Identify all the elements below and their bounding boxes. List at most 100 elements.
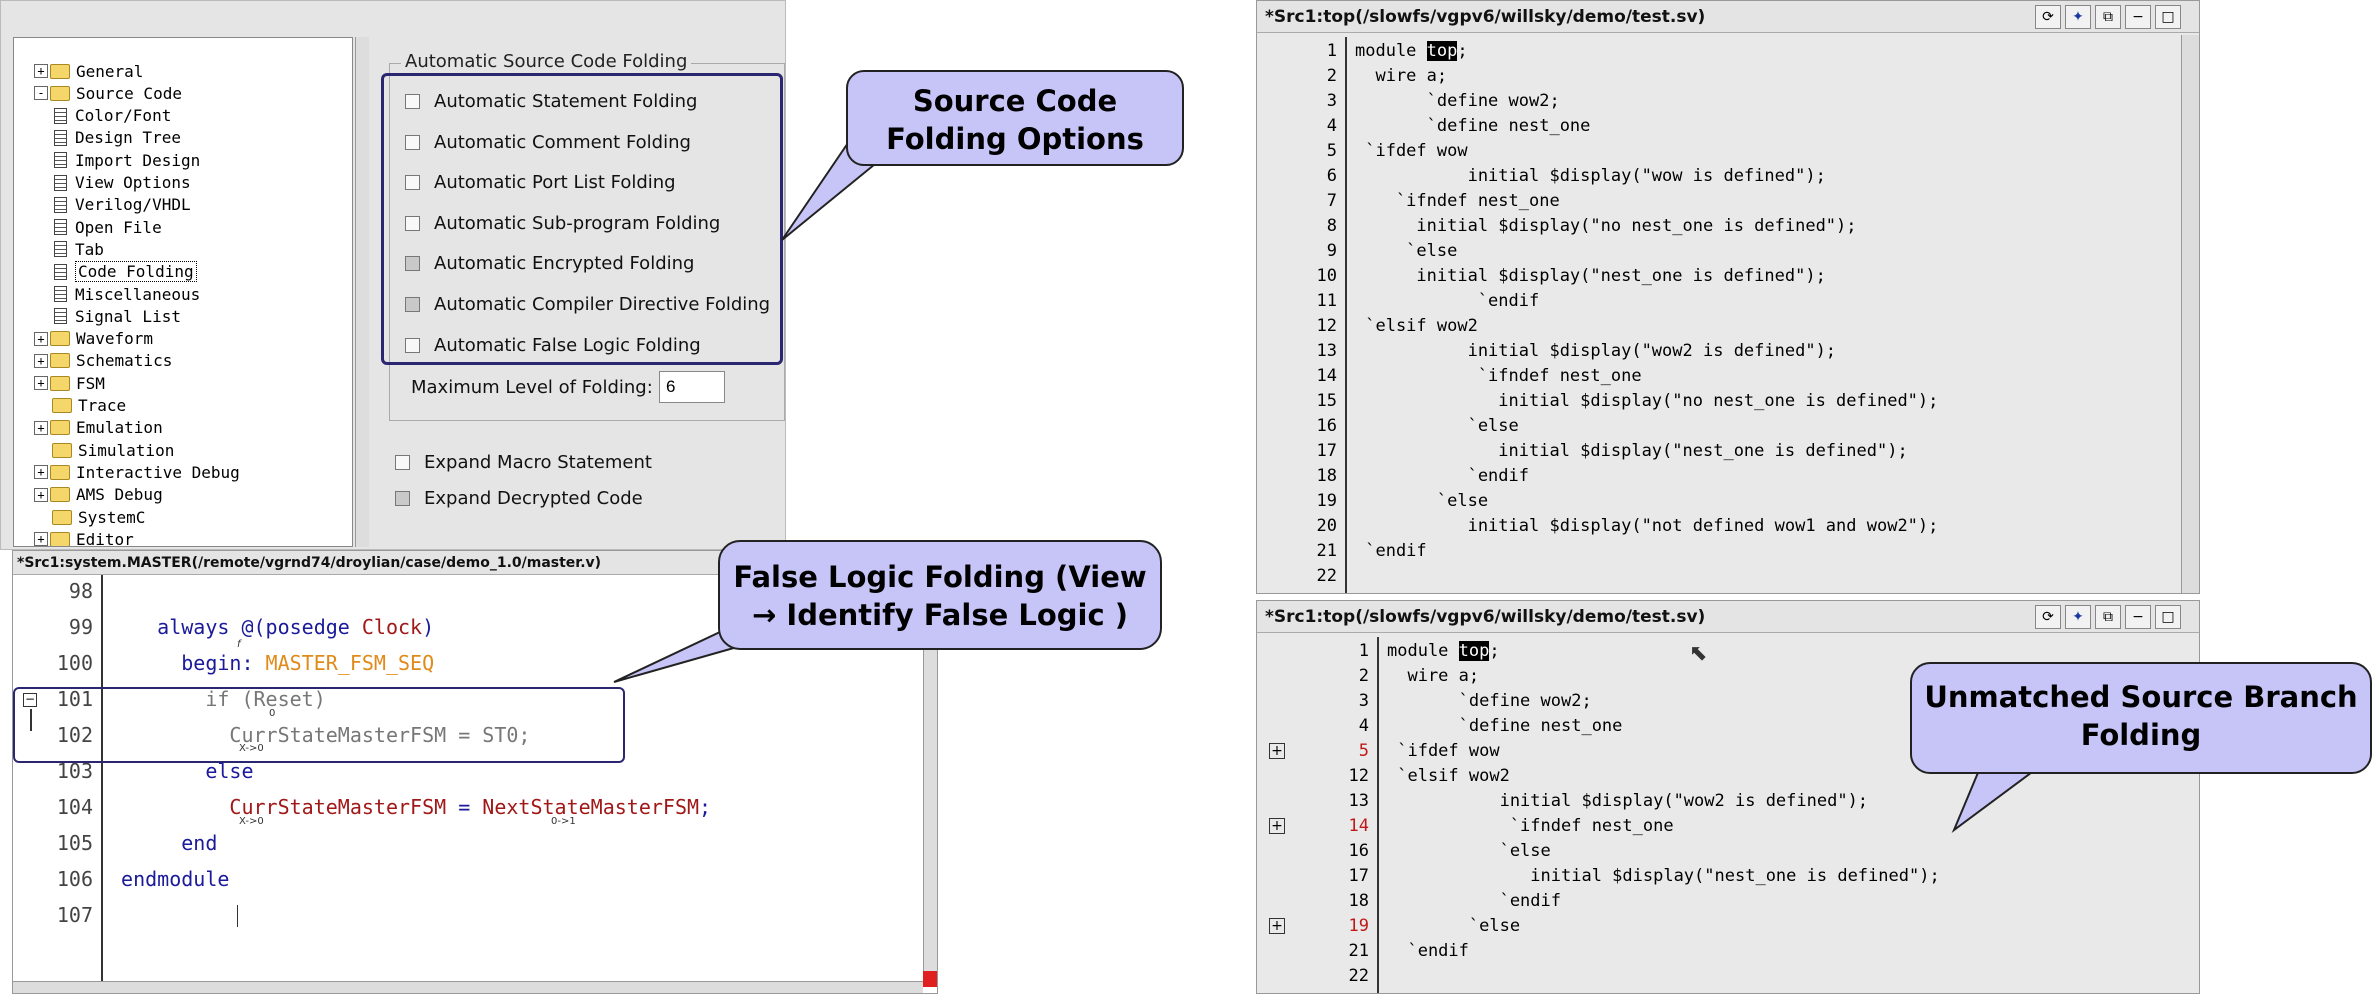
tree-item[interactable]: Verilog/VHDL (54, 194, 191, 216)
code-line[interactable]: `define nest_one (1355, 116, 1591, 136)
collapse-icon[interactable]: − (23, 692, 37, 707)
tree-item[interactable]: +Schematics (34, 350, 172, 372)
expand-icon[interactable]: + (34, 353, 48, 368)
code-line[interactable]: `define nest_one (1387, 716, 1623, 736)
tree-item[interactable]: Design Tree (54, 127, 181, 149)
plus-box-icon[interactable]: + (1269, 743, 1285, 759)
code-line[interactable]: initial $display("nest_one is defined"); (1355, 266, 1826, 286)
folding-option[interactable]: Automatic Statement Folding (405, 91, 697, 112)
code-line[interactable]: `ifndef nest_one (1355, 191, 1560, 211)
option-checkbox[interactable] (405, 337, 420, 353)
code-line[interactable]: `endif (1355, 541, 1427, 561)
expand-decrypted-checkbox[interactable] (395, 491, 410, 506)
option-checkbox[interactable] (405, 94, 420, 109)
tree-item[interactable]: Trace (34, 395, 126, 417)
option-checkbox[interactable] (405, 215, 420, 231)
maximize-icon[interactable]: □ (2155, 5, 2181, 29)
code-line[interactable]: `else (1355, 416, 1519, 436)
code-line[interactable]: CurrStateMasterFSM = NextStateMasterFSM; (109, 795, 711, 819)
code-line[interactable]: else (109, 759, 253, 783)
tree-item[interactable]: +Emulation (34, 417, 163, 439)
tree-item[interactable]: Miscellaneous (54, 283, 200, 305)
code-line[interactable]: `endif (1387, 941, 1469, 961)
undock-icon[interactable]: ⧉ (2095, 5, 2121, 29)
code-line[interactable]: wire a; (1355, 66, 1448, 86)
code-line[interactable]: initial $display("wow is defined"); (1355, 166, 1826, 186)
tree-item[interactable]: Code Folding (54, 261, 197, 283)
max-level-input[interactable] (659, 371, 725, 403)
plus-box-icon[interactable]: + (1269, 818, 1285, 834)
option-checkbox[interactable] (405, 256, 420, 272)
tree-item[interactable]: Simulation (34, 439, 174, 461)
option-checkbox[interactable] (405, 175, 420, 191)
code-line[interactable]: initial $display("wow2 is defined"); (1355, 341, 1837, 361)
code-line[interactable]: initial $display("nest_one is defined"); (1355, 441, 1908, 461)
tree-item[interactable]: +General (34, 60, 143, 82)
tree-item[interactable]: Signal List (54, 305, 181, 327)
code-line[interactable]: CurrStateMasterFSM = ST0; (109, 723, 530, 747)
folding-option[interactable]: Automatic Port List Folding (405, 172, 676, 193)
tree-item[interactable]: +Waveform (34, 328, 153, 350)
pin-icon[interactable]: ✦ (2065, 5, 2091, 29)
folding-option[interactable]: Automatic Encrypted Folding (405, 253, 694, 274)
master-hscroll[interactable] (13, 981, 923, 993)
code-line[interactable]: endmodule (109, 867, 229, 891)
code-line[interactable]: if (Reset) (109, 687, 325, 711)
code-line[interactable]: `ifndef nest_one (1355, 366, 1642, 386)
expand-icon[interactable]: + (34, 487, 48, 502)
tree-item[interactable]: +AMS Debug (34, 484, 163, 506)
code-line[interactable]: `endif (1355, 466, 1529, 486)
tree-item[interactable]: +Interactive Debug (34, 461, 240, 483)
collapse-icon[interactable]: - (34, 86, 48, 101)
option-checkbox[interactable] (405, 297, 420, 312)
code-line[interactable]: always @(posedge Clock) (109, 615, 434, 639)
code-line[interactable]: `else (1387, 841, 1551, 861)
plus-box-icon[interactable]: + (1269, 918, 1285, 934)
code-line[interactable]: `else (1355, 491, 1489, 511)
code-line[interactable]: initial $display("wow2 is defined"); (1387, 791, 1869, 811)
master-vscroll[interactable] (923, 575, 937, 987)
code-line[interactable]: `elsif wow2 (1355, 316, 1478, 336)
tree-item[interactable]: +Editor (34, 528, 134, 546)
tree-item[interactable]: Import Design (54, 149, 200, 171)
code-line[interactable]: initial $display("nest_one is defined"); (1387, 866, 1940, 886)
expand-icon[interactable]: + (34, 64, 48, 78)
code-line[interactable]: `define wow2; (1355, 91, 1560, 111)
pin-icon[interactable]: ✦ (2065, 605, 2091, 629)
code-line[interactable]: initial $display("not defined wow1 and w… (1355, 516, 1939, 536)
maximize-icon[interactable]: □ (2155, 605, 2181, 629)
code-line[interactable]: `ifndef nest_one (1387, 816, 1674, 836)
code-line[interactable]: `endif (1355, 291, 1540, 311)
top-vscroll[interactable] (2181, 35, 2199, 593)
tree-item[interactable]: +FSM (34, 372, 105, 394)
code-line[interactable]: module top; (1355, 41, 1468, 61)
expand-icon[interactable]: + (34, 376, 48, 391)
code-line[interactable]: `ifdef wow (1355, 141, 1468, 161)
undock-icon[interactable]: ⧉ (2095, 605, 2121, 629)
expand-macro-checkbox[interactable] (395, 455, 410, 470)
expand-icon[interactable]: + (34, 532, 48, 546)
code-line[interactable]: `elsif wow2 (1387, 766, 1510, 786)
sync-icon[interactable]: ⟳ (2035, 5, 2061, 29)
tree-scrollbar[interactable] (355, 37, 369, 547)
code-line[interactable]: initial $display("no nest_one is defined… (1355, 391, 1939, 411)
folding-option[interactable]: Automatic Compiler Directive Folding (405, 294, 770, 315)
folding-option[interactable]: Automatic Sub-program Folding (405, 213, 720, 234)
minimize-icon[interactable]: − (2125, 5, 2151, 29)
folding-option[interactable]: Automatic False Logic Folding (405, 335, 701, 356)
tree-item[interactable]: Color/Font (54, 105, 171, 127)
code-line[interactable]: `ifdef wow (1387, 741, 1500, 761)
sync-icon[interactable]: ⟳ (2035, 605, 2061, 629)
code-line[interactable]: `else (1387, 916, 1521, 936)
expand-icon[interactable]: + (34, 331, 48, 346)
expand-macro-option[interactable]: Expand Macro Statement (395, 452, 652, 473)
folding-option[interactable]: Automatic Comment Folding (405, 132, 691, 153)
tree-item[interactable]: -Source Code (34, 82, 182, 104)
code-line[interactable]: module top; (1387, 641, 1500, 661)
code-line[interactable]: end (109, 831, 217, 855)
minimize-icon[interactable]: − (2125, 605, 2151, 629)
code-line[interactable]: `else (1355, 241, 1458, 261)
expand-decrypted-option[interactable]: Expand Decrypted Code (395, 488, 643, 509)
code-line[interactable]: begin: MASTER_FSM_SEQ (109, 651, 434, 675)
code-line[interactable]: wire a; (1387, 666, 1480, 686)
